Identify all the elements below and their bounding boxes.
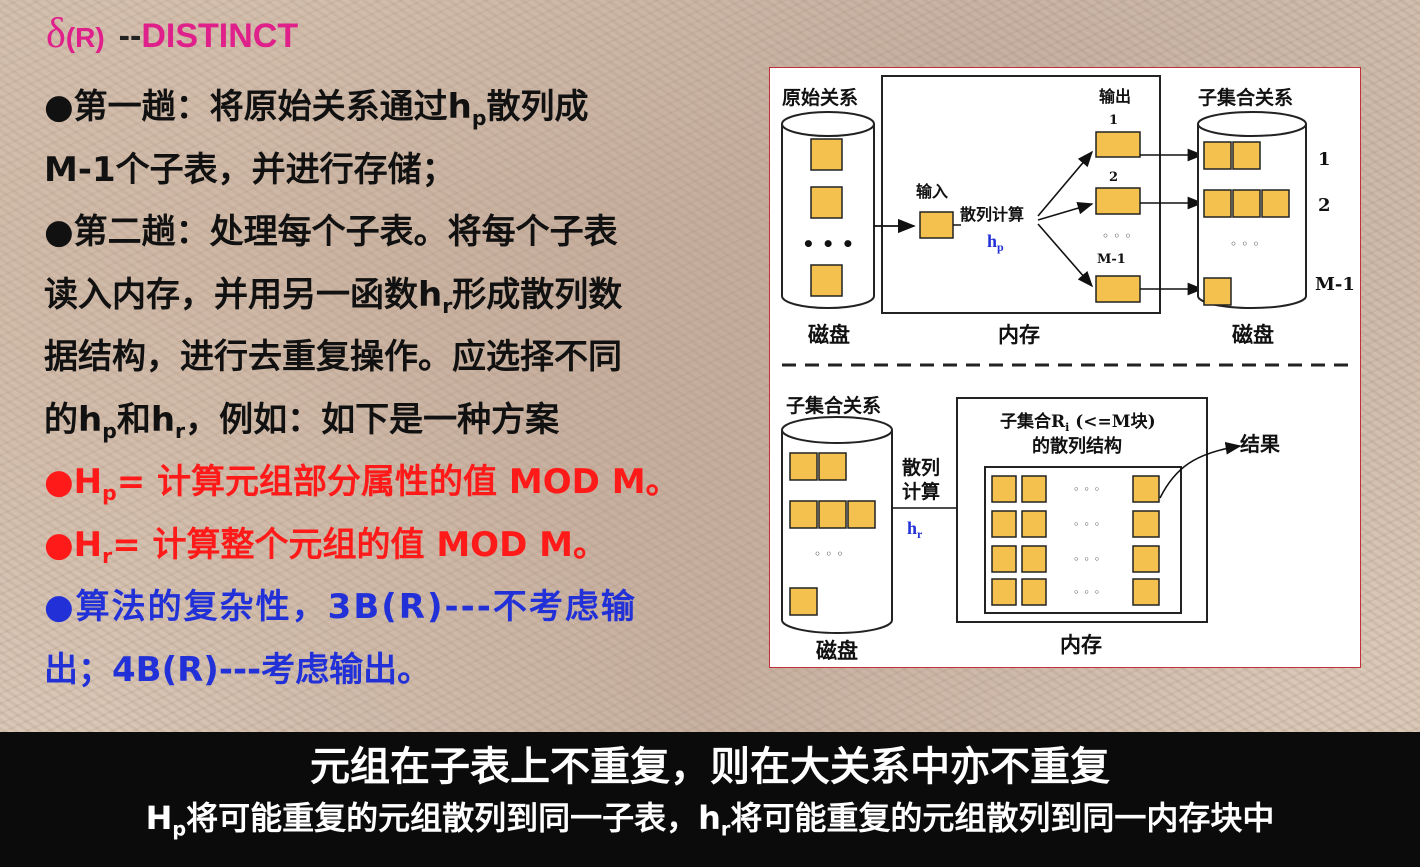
hash-row-dots: ◦ ◦ ◦: [1073, 553, 1100, 566]
block: [1261, 189, 1290, 218]
block: [789, 500, 818, 529]
block: [1132, 475, 1160, 503]
block: [991, 545, 1017, 573]
result-arrow: [1159, 441, 1242, 499]
block: [1232, 141, 1261, 170]
banner-line1: 元组在子表上不重复，则在大关系中亦不重复: [310, 744, 1110, 790]
output-m1-label: M-1: [1097, 252, 1126, 267]
top-right-dots: ◦ ◦ ◦: [1230, 237, 1260, 251]
block: [1132, 578, 1160, 606]
bullet-hp-definition: ●Hp= 计算元组部分属性的值 MOD M。: [44, 462, 680, 506]
block: [789, 587, 818, 616]
block: [1021, 510, 1047, 538]
bottom-hash-line2: 计算: [902, 480, 940, 503]
bottom-subset-relations-label: 子集合关系: [786, 394, 881, 417]
output-2-label: 2: [1109, 170, 1118, 185]
top-left-ellipsis: • • •: [802, 232, 854, 256]
bullet-pass2-line2: 读入内存，并用另一函数hr形成散列数: [44, 274, 623, 318]
block: [991, 510, 1017, 538]
top-source-relation-label: 原始关系: [782, 86, 858, 109]
top-memory-label: 内存: [998, 322, 1040, 347]
bullet-hr-definition: ●Hr= 计算整个元组的值 MOD M。: [44, 524, 607, 568]
hash-row-dots: ◦ ◦ ◦: [1073, 518, 1100, 531]
output-buffer-1: [1095, 131, 1141, 158]
hash-row-dots: ◦ ◦ ◦: [1073, 483, 1100, 496]
hash-row-dots: ◦ ◦ ◦: [1073, 586, 1100, 599]
two-pass-hash-diagram: 原始关系 • • • 磁盘 内存 输入 散列计算 hp 输出 1 2 ◦ ◦ ◦…: [769, 67, 1361, 668]
block: [1232, 189, 1261, 218]
bullet-pass2-line1: ●第二趟：处理每个子表。将每个子表: [44, 212, 618, 252]
block: [818, 500, 847, 529]
bottom-memory-label: 内存: [1060, 632, 1102, 657]
bullet-pass1-line2: M-1个子表，并进行存储；: [44, 149, 456, 190]
hash-compute-label: 散列计算: [960, 205, 1024, 224]
bullet-pass1-line1: ●第一趟：将原始关系通过hp散列成: [44, 87, 589, 131]
input-label: 输入: [916, 182, 948, 201]
output-buffer-2: [1095, 187, 1141, 215]
hp-label: hp: [987, 231, 1004, 254]
block: [1203, 277, 1232, 306]
bullet-list: ●第一趟：将原始关系通过hp散列成 M-1个子表，并进行存储； ●第二趟：处理每…: [44, 76, 744, 701]
top-subset-relations-label: 子集合关系: [1198, 86, 1293, 109]
block: [810, 264, 843, 297]
block: [1132, 545, 1160, 573]
block: [810, 186, 843, 219]
bottom-disk-dots: ◦ ◦ ◦: [814, 547, 844, 561]
arrow: [1037, 150, 1094, 217]
block: [789, 452, 818, 481]
block: [991, 475, 1017, 503]
row-1-label: 1: [1318, 149, 1331, 170]
output-label: 输出: [1099, 87, 1131, 106]
block: [810, 138, 843, 171]
summary-banner: [0, 732, 1420, 867]
title-word: DISTINCT: [141, 17, 299, 55]
hash-structure-line2: 的散列结构: [1032, 435, 1122, 457]
block: [1203, 141, 1232, 170]
block: [1203, 189, 1232, 218]
output-dots: ◦ ◦ ◦: [1102, 229, 1132, 243]
bullet-pass2-line4: 的hp和hr，例如：如下是一种方案: [44, 399, 560, 443]
bullet-complexity-line1: ●算法的复杂性，3B(R)---不考虑输: [44, 587, 637, 627]
bottom-hash-line1: 散列: [902, 456, 940, 479]
top-left-disk-label: 磁盘: [808, 322, 850, 347]
row-2-label: 2: [1318, 195, 1331, 216]
delta-symbol: δ: [46, 11, 66, 57]
block: [1021, 475, 1047, 503]
row-m1-label: M-1: [1315, 274, 1355, 295]
slide-title: δ(R) --DISTINCT: [46, 10, 298, 58]
top-right-disk-label: 磁盘: [1232, 322, 1274, 347]
block: [991, 578, 1017, 606]
arrow: [1037, 201, 1094, 221]
result-label: 结果: [1240, 432, 1280, 456]
block: [1132, 510, 1160, 538]
block: [1021, 545, 1047, 573]
block: [1021, 578, 1047, 606]
hr-label: hr: [907, 518, 923, 541]
output-1-label: 1: [1109, 113, 1118, 128]
title-r: (R): [65, 22, 105, 53]
output-buffer-m1: [1095, 275, 1141, 303]
block: [818, 452, 847, 481]
title-dash: --: [118, 17, 142, 55]
input-buffer-block: [919, 211, 954, 239]
bottom-disk-label: 磁盘: [816, 638, 858, 663]
diagram-svg: 原始关系 • • • 磁盘 内存 输入 散列计算 hp 输出 1 2 ◦ ◦ ◦…: [781, 75, 1355, 663]
bullet-complexity-line2: 出；4B(R)---考虑输出。: [44, 649, 432, 690]
bullet-pass2-line3: 据结构，进行去重复操作。应选择不同: [44, 337, 622, 377]
block: [847, 500, 876, 529]
arrow: [1037, 223, 1094, 288]
banner-line2: Hp将可能重复的元组散列到同一子表，hr将可能重复的元组散列到同一内存块中: [145, 799, 1275, 841]
hash-structure-line1: 子集合Ri (<=M块): [1000, 411, 1156, 434]
